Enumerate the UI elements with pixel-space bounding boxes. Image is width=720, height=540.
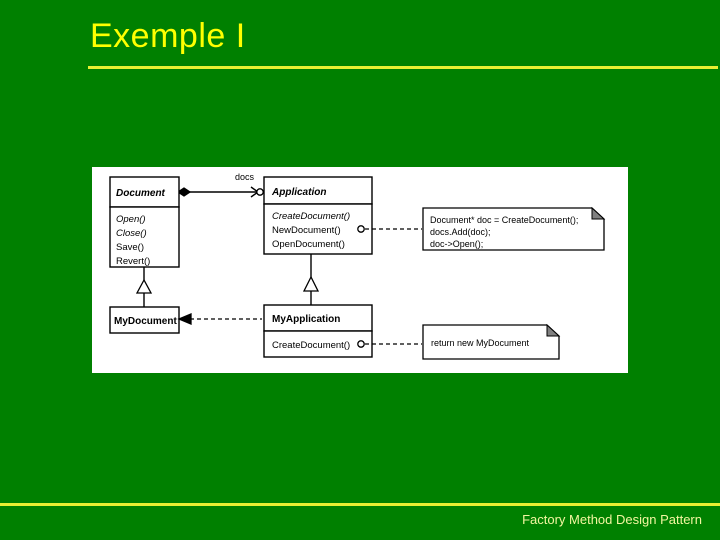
operation-document-close: Close() [116, 228, 147, 239]
note-line-2: docs.Add(doc); [430, 227, 491, 237]
note-connector-createdocument [357, 340, 422, 348]
note-box-createdocument: return new MyDocument [422, 323, 561, 360]
class-name-myapplication: MyApplication [272, 314, 340, 325]
title-underline-rule [88, 66, 718, 69]
uml-diagram-panel: docs Document Open() Close() Save() Reve… [92, 167, 628, 373]
note-line-1: Document* doc = CreateDocument(); [430, 215, 578, 225]
class-box-myapplication[interactable]: MyApplication CreateDocument() [263, 304, 373, 358]
footer-label: Factory Method Design Pattern [522, 512, 702, 527]
operation-application-newdocument: NewDocument() [272, 225, 341, 236]
footer-rule [0, 503, 720, 506]
note-line-3: doc->Open(); [430, 239, 483, 249]
relation-generalization-mydocument [135, 267, 153, 307]
class-name-document: Document [116, 188, 166, 199]
relation-dependency-myapplication-mydocument [177, 313, 262, 325]
operation-myapplication-createdocument: CreateDocument() [272, 340, 350, 351]
association-label-docs: docs [235, 172, 255, 182]
class-box-document[interactable]: Document Open() Close() Save() Revert() [109, 176, 180, 268]
note-box-newdocument: Document* doc = CreateDocument(); docs.A… [422, 206, 606, 251]
aggregation-diamond-icon [176, 187, 192, 197]
operation-application-opendocument: OpenDocument() [272, 239, 345, 250]
relation-aggregation-document-application: docs [176, 172, 264, 198]
page-title: Exemple I [90, 17, 246, 55]
operation-application-createdocument: CreateDocument() [272, 211, 350, 222]
class-name-mydocument: MyDocument [114, 316, 177, 327]
operation-document-save: Save() [116, 242, 144, 253]
operation-document-open: Open() [116, 214, 146, 225]
class-name-application: Application [271, 187, 326, 198]
class-box-application[interactable]: Application CreateDocument() NewDocument… [263, 176, 373, 255]
note-connector-newdocument [357, 225, 422, 233]
note-line-return: return new MyDocument [431, 338, 530, 348]
dependency-arrowhead-icon [177, 313, 192, 325]
relation-generalization-myapplication [302, 254, 320, 305]
uml-diagram-canvas: docs Document Open() Close() Save() Reve… [109, 172, 606, 360]
operation-document-revert: Revert() [116, 256, 150, 267]
class-box-mydocument[interactable]: MyDocument [109, 306, 180, 334]
